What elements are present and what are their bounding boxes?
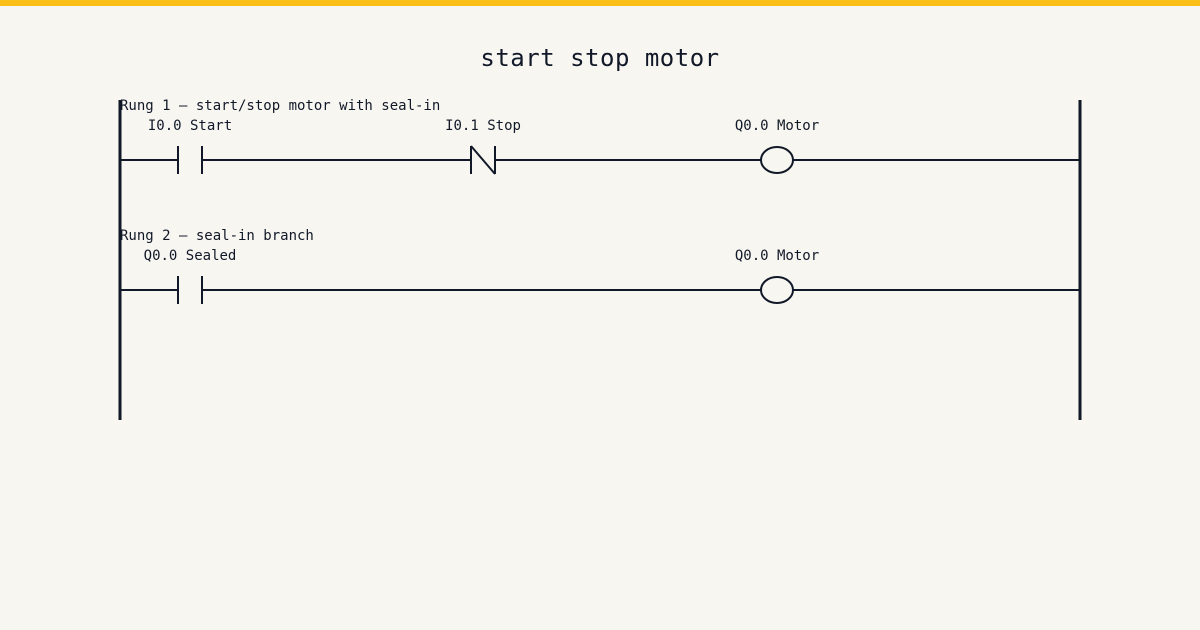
output-coil — [760, 276, 794, 304]
contact-label: Q0.0 Sealed — [144, 248, 237, 264]
coil-label: Q0.0 Motor — [735, 118, 819, 134]
rung-1: Rung 1 — start/stop motor with seal-in I… — [120, 98, 1080, 175]
rung-comment: Rung 1 — start/stop motor with seal-in — [120, 98, 440, 114]
nc-contact — [470, 145, 496, 175]
coil-label: Q0.0 Motor — [735, 248, 819, 264]
contact-label: I0.1 Stop — [445, 118, 521, 134]
contact-label: I0.0 Start — [148, 118, 232, 134]
accent-bar — [0, 0, 1200, 6]
no-contact — [177, 146, 203, 174]
output-coil — [760, 146, 794, 174]
diagram-title: start stop motor — [480, 44, 720, 72]
no-contact — [177, 276, 203, 304]
rung-comment: Rung 2 — seal-in branch — [120, 228, 314, 244]
rung-2: Rung 2 — seal-in branch Q0.0 Sealed Q0.0… — [120, 228, 1080, 304]
